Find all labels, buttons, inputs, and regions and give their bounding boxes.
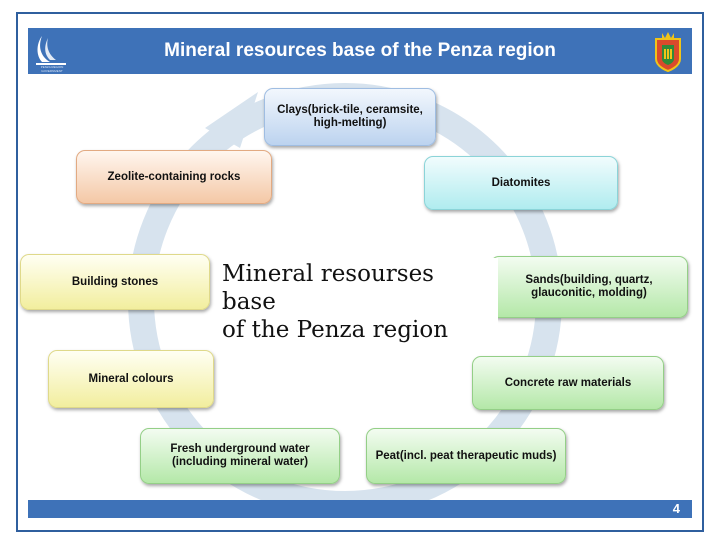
concrete-box: Concrete raw materials	[472, 356, 664, 410]
logo-caption: PENZA REGION GOVERNMENT	[40, 65, 64, 73]
peat-box: Peat(incl. peat therapeutic muds)	[366, 428, 566, 484]
sands-box: Sands(building, quartz, glauconitic, mol…	[490, 256, 688, 318]
zeolite-box: Zeolite-containing rocks	[76, 150, 272, 204]
diatomites-box: Diatomites	[424, 156, 618, 210]
page-title: Mineral resources base of the Penza regi…	[164, 40, 556, 61]
clays-box: Clays(brick-tile, ceramsite, high-meltin…	[264, 88, 436, 146]
water-box: Fresh underground water (including miner…	[140, 428, 340, 484]
center-title-line1: Mineral resourses base	[222, 261, 434, 315]
slide-frame	[16, 12, 704, 532]
center-title: Mineral resourses base of the Penza regi…	[218, 258, 498, 346]
sail-logo-icon	[36, 36, 66, 65]
page-number: 4	[672, 501, 680, 516]
center-title-line2: of the Penza region	[222, 317, 449, 343]
mineral-colours-box: Mineral colours	[48, 350, 214, 408]
building-stones-box: Building stones	[20, 254, 210, 310]
footer-bar: 4	[28, 500, 692, 518]
coat-of-arms-icon	[655, 32, 681, 73]
header-bar: PENZA REGION GOVERNMENT Mineral resource…	[28, 28, 692, 74]
